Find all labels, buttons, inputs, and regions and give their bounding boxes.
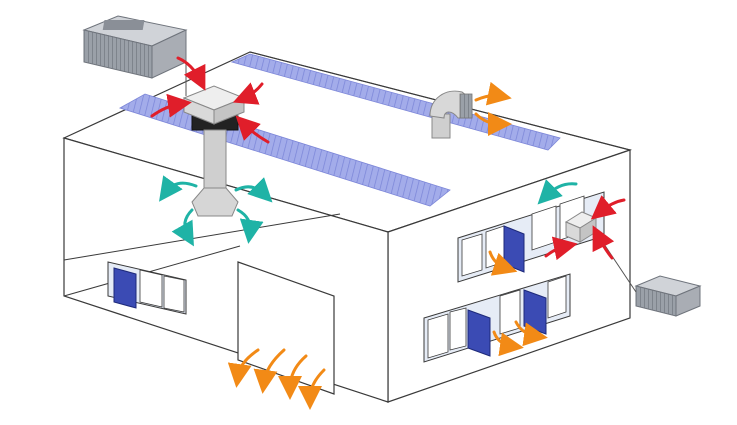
door-opening [237,261,335,395]
exhaust-arrow-door-4 [298,368,326,410]
supply-arrow-3 [150,93,192,118]
exhaust-arrow-door-3 [278,354,308,400]
interior-floor-line [63,245,241,297]
air-diffuser [191,187,239,217]
exhaust-arrow-window-2 [492,330,524,357]
evaporative-air-cooler-right [634,275,702,317]
exhaust-arrow-door-1 [227,348,260,388]
side-window-open-sash [113,267,137,309]
gable-lower-pane-4 [547,275,567,319]
gable-upper-open-sash [503,225,525,273]
gable-upper-pane-3 [531,205,557,251]
exhaust-arrow-roof-2 [474,111,512,136]
gable-lower-pane-2 [449,307,467,351]
supply-arrow-4 [235,115,270,144]
gable-upper-pane-1 [461,233,483,277]
exhaust-arrow-door-2 [253,348,286,394]
supply-arrow-7 [544,236,578,261]
supply-air-arrows [150,56,626,261]
supply-arrow-5 [590,195,626,220]
supply-arrow-2 [232,82,264,105]
supply-arrow-6 [592,225,615,260]
gable-lower-open-sash-1 [467,309,491,357]
indoor-arrow-3 [171,208,194,247]
supply-arrow-1 [176,56,206,91]
gable-lower-open-sash-2 [523,289,547,335]
exhaust-arrow-window-3 [514,320,548,347]
duct-drop [203,129,227,189]
gable-lower-pane-3 [499,289,521,335]
indoor-air-arrows [159,175,578,247]
indoor-arrow-5 [537,179,578,205]
evaporative-air-cooler-left [82,15,188,79]
side-window-pane-2 [163,275,185,313]
side-window-pane-1 [139,269,163,308]
gable-lower-pane-1 [427,313,449,359]
exhaust-air-arrows [227,81,548,410]
indoor-arrow-1 [159,175,198,202]
interior-ceiling-line [63,213,341,261]
indoor-arrow-4 [236,208,264,244]
side-windows [107,261,187,315]
exhaust-arrow-window-1 [488,250,518,276]
roof-exhaust-vent [429,90,473,139]
exhaust-arrow-roof-1 [474,81,512,106]
indoor-arrow-2 [234,177,273,203]
side-wall [63,137,389,403]
